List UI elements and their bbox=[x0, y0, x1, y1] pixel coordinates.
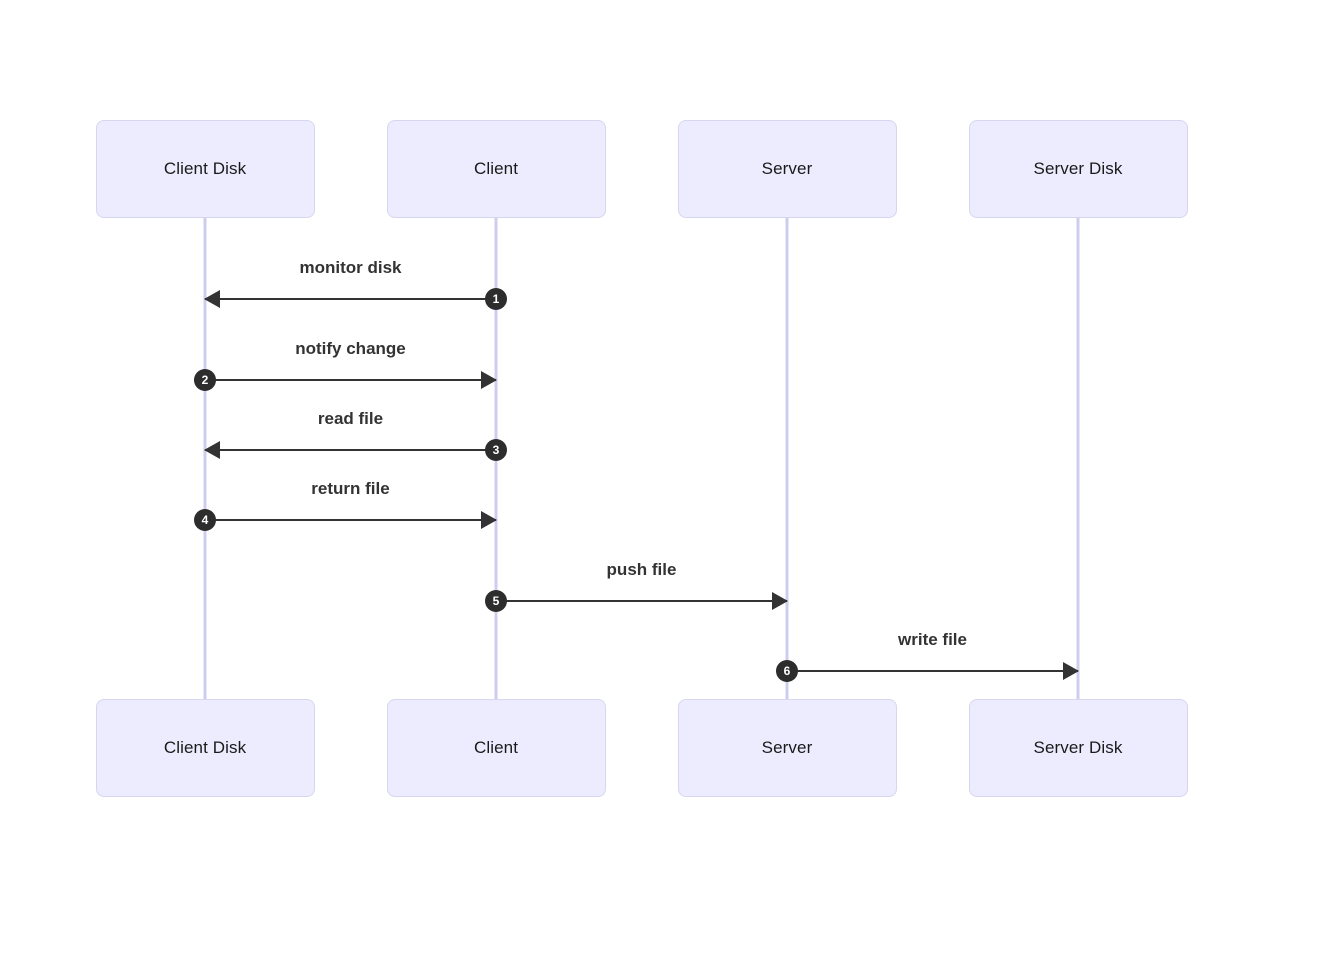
message-line bbox=[205, 379, 496, 381]
participant-header-client[interactable]: Client bbox=[386, 120, 606, 218]
participant-label: Client Disk bbox=[163, 738, 247, 757]
participant-footer-server[interactable]: Server bbox=[677, 699, 897, 797]
participant-label: Server bbox=[761, 738, 813, 757]
participant-label: Client bbox=[473, 738, 519, 757]
message-label: write file bbox=[898, 630, 967, 649]
arrowhead-icon bbox=[204, 290, 220, 308]
message-number-badge: 4 bbox=[194, 509, 216, 531]
participant-header-client-disk[interactable]: Client Disk bbox=[95, 120, 315, 218]
message-number-badge: 2 bbox=[194, 369, 216, 391]
participant-label: Client bbox=[473, 159, 519, 178]
message-line bbox=[205, 449, 496, 451]
participant-footer-client-disk[interactable]: Client Disk bbox=[95, 699, 315, 797]
message-line bbox=[205, 519, 496, 521]
lifeline-server bbox=[785, 218, 789, 699]
participant-label: Server bbox=[761, 159, 813, 178]
participant-label: Server Disk bbox=[1033, 738, 1123, 757]
lifeline-server-disk bbox=[1076, 218, 1080, 699]
arrowhead-icon bbox=[1063, 662, 1079, 680]
message-number-badge: 1 bbox=[485, 288, 507, 310]
message-label: notify change bbox=[295, 339, 406, 358]
message-label: push file bbox=[606, 560, 677, 579]
participant-label: Server Disk bbox=[1033, 159, 1123, 178]
arrowhead-icon bbox=[481, 371, 497, 389]
participant-label: Client Disk bbox=[163, 159, 247, 178]
message-number-badge: 3 bbox=[485, 439, 507, 461]
message-line bbox=[787, 670, 1078, 672]
message-number-badge: 6 bbox=[776, 660, 798, 682]
message-label: monitor disk bbox=[299, 258, 402, 277]
message-number-badge: 5 bbox=[485, 590, 507, 612]
participant-footer-client[interactable]: Client bbox=[386, 699, 606, 797]
arrowhead-icon bbox=[481, 511, 497, 529]
participant-header-server-disk[interactable]: Server Disk bbox=[968, 120, 1188, 218]
arrowhead-icon bbox=[204, 441, 220, 459]
message-line bbox=[496, 600, 787, 602]
participant-header-server[interactable]: Server bbox=[677, 120, 897, 218]
message-label: return file bbox=[311, 479, 390, 498]
participant-footer-server-disk[interactable]: Server Disk bbox=[968, 699, 1188, 797]
arrowhead-icon bbox=[772, 592, 788, 610]
message-label: read file bbox=[317, 409, 384, 428]
message-line bbox=[205, 298, 496, 300]
